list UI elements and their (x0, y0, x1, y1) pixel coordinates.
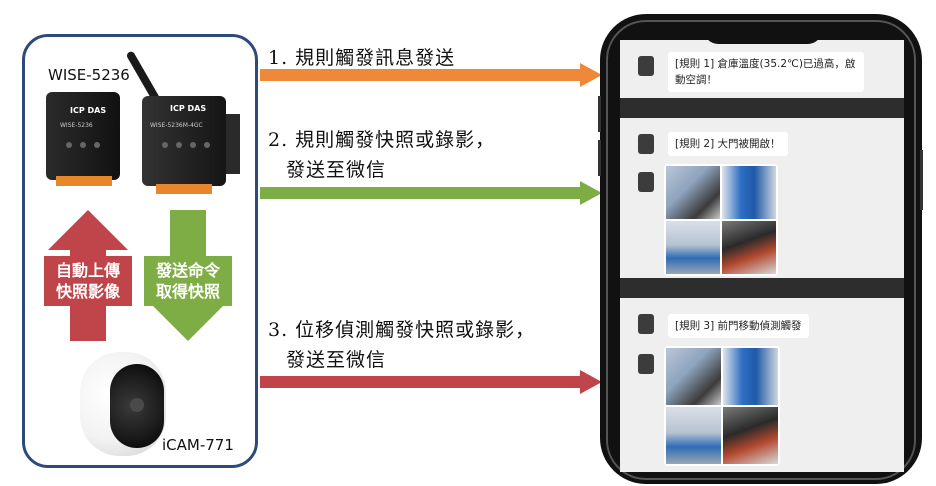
logo-text: ICP DAS (70, 106, 107, 115)
chat-message-1: [規則 1] 倉庫溫度(35.2℃)已過高，啟動空調！ (668, 52, 864, 92)
snapshot-image-1[interactable] (664, 164, 778, 276)
volume-button (598, 140, 601, 176)
phone-bezel (606, 20, 916, 480)
device-avatar-icon (638, 134, 654, 154)
camera-label: iCAM-771 (162, 436, 234, 454)
device-avatar-icon (638, 56, 654, 76)
snapshot-image-2[interactable] (664, 346, 780, 466)
device-model-text-2: WISE-5236M-4GC (150, 122, 203, 129)
step-2-label-line2: 發送至微信 (286, 159, 387, 181)
device-avatar-icon (638, 172, 654, 192)
step-3-label-line1: 3. 位移偵測觸發快照或錄影， (268, 319, 536, 341)
chat-message-3: [規則 3] 前門移動偵測觸發 (668, 314, 809, 338)
phone-notch (704, 24, 822, 44)
command-label: 發送命令 取得快照 (144, 256, 232, 306)
terminal-block (56, 176, 112, 186)
device-avatar-icon (638, 314, 654, 334)
step-1-arrow (260, 63, 602, 87)
device-model-text: WISE-5236 (60, 122, 93, 129)
wise-5236m-device-image: ICP DAS WISE-5236M-4GC (125, 44, 242, 196)
device-avatar-icon (638, 354, 654, 374)
logo-text-2: ICP DAS (170, 104, 207, 113)
step-3-arrow (260, 370, 602, 394)
upload-label: 自動上傳 快照影像 (44, 256, 132, 306)
chat-message-2: [規則 2] 大門被開啟！ (668, 132, 788, 156)
power-button (920, 150, 923, 210)
step-2-label-line1: 2. 規則觸發快照或錄影， (268, 129, 496, 151)
step-2-arrow (260, 181, 602, 205)
phone-screen: [規則 1] 倉庫溫度(35.2℃)已過高，啟動空調！ [規則 2] 大門被開啟… (620, 40, 904, 472)
wise-5236-device-image: ICP DAS WISE-5236 (46, 92, 120, 188)
step-3-label-line2: 發送至微信 (286, 349, 387, 371)
controller-label: WISE-5236 (48, 66, 130, 84)
terminal-block-2 (156, 184, 212, 194)
volume-button (598, 96, 601, 132)
icam-771-device-image (80, 352, 166, 456)
step-1-label: 1. 規則觸發訊息發送 (268, 47, 456, 69)
